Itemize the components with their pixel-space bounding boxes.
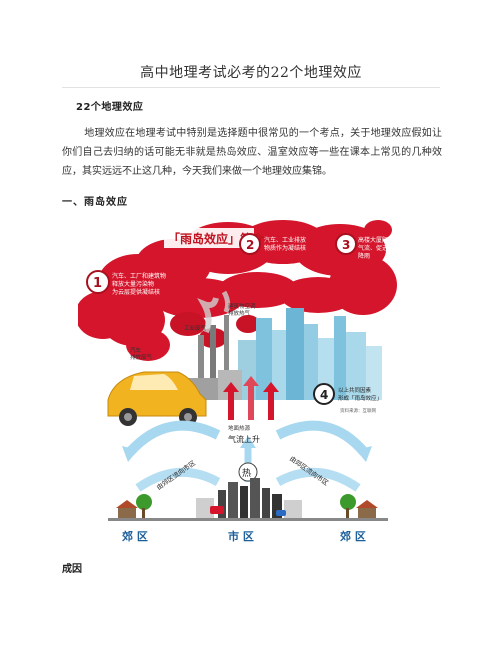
label-ground-heat: 地面热源	[228, 424, 251, 432]
label-factory: 工业废气	[184, 324, 207, 332]
rain-island-figure: 「雨岛效应」简介 1 2 3 汽车、工厂和建筑物 释放大量污染物 为云层提供凝结…	[78, 220, 398, 550]
section-heading: 22个地理效应	[76, 102, 144, 113]
label-suburb-left: 郊 区	[122, 529, 148, 543]
document-title: 高中地理考试必考的22个地理效应	[140, 65, 362, 81]
car	[107, 371, 207, 426]
step-1-badge: 1	[86, 270, 110, 294]
intro-paragraph-text: 地理效应在地理考试中特别是选择题中很常见的一个考点，关于地理效应假如让你们自己去…	[62, 128, 442, 177]
svg-text:1: 1	[93, 276, 102, 291]
label-building-line2: 排放热气	[228, 309, 251, 317]
bubble-1-text: 汽车、工厂和建筑物 释放大量污染物 为云层提供凝结核	[112, 272, 168, 296]
svg-text:3: 3	[342, 238, 350, 252]
heat-circle	[238, 462, 258, 482]
factory	[197, 290, 231, 395]
ground-line	[108, 518, 388, 521]
intro-paragraph: 地理效应在地理考试中特别是选择题中很常见的一个考点，关于地理效应假如让你们自己去…	[62, 124, 442, 181]
city-buildings	[182, 308, 382, 400]
label-car-line1: 汽车	[130, 346, 142, 354]
heat-arrows	[223, 376, 279, 420]
bubble-4-text: 以上共同因素 形成「雨岛效应」	[338, 386, 382, 402]
pollution-cloud	[78, 220, 397, 361]
step-2-badge: 2	[239, 233, 261, 255]
suburb-left	[116, 494, 152, 518]
rain-island-illustration: 「雨岛效应」简介 1 2 3 汽车、工厂和建筑物 释放大量污染物 为云层提供凝结…	[78, 220, 397, 543]
circulation-arrows	[122, 420, 372, 492]
source-note: 资料来源：互联网	[340, 407, 376, 414]
label-airflow: 气流上升	[228, 434, 260, 444]
label-car-line2: 排放废气	[130, 353, 153, 361]
cause-heading: 成因	[62, 564, 82, 575]
city-skyline-small	[196, 478, 302, 518]
label-heat: 热	[242, 467, 251, 479]
title-divider	[62, 87, 440, 88]
subsection-heading: 一、雨岛效应	[62, 197, 128, 208]
bubble-3-text: 高楼大厦阻挡 气流、促进 降雨	[358, 236, 396, 260]
step-3-badge: 3	[335, 233, 357, 255]
label-suburb-right: 郊 区	[340, 529, 366, 543]
svg-text:4: 4	[320, 388, 328, 402]
suburb-right	[340, 494, 378, 518]
svg-text:2: 2	[246, 238, 254, 252]
label-city: 市 区	[228, 529, 254, 543]
bubble-2-text: 汽车、工业排放 物质作为凝结核	[264, 236, 308, 252]
label-building-line1: 建筑物空调	[228, 302, 256, 310]
step-4-badge: 4	[313, 383, 335, 405]
